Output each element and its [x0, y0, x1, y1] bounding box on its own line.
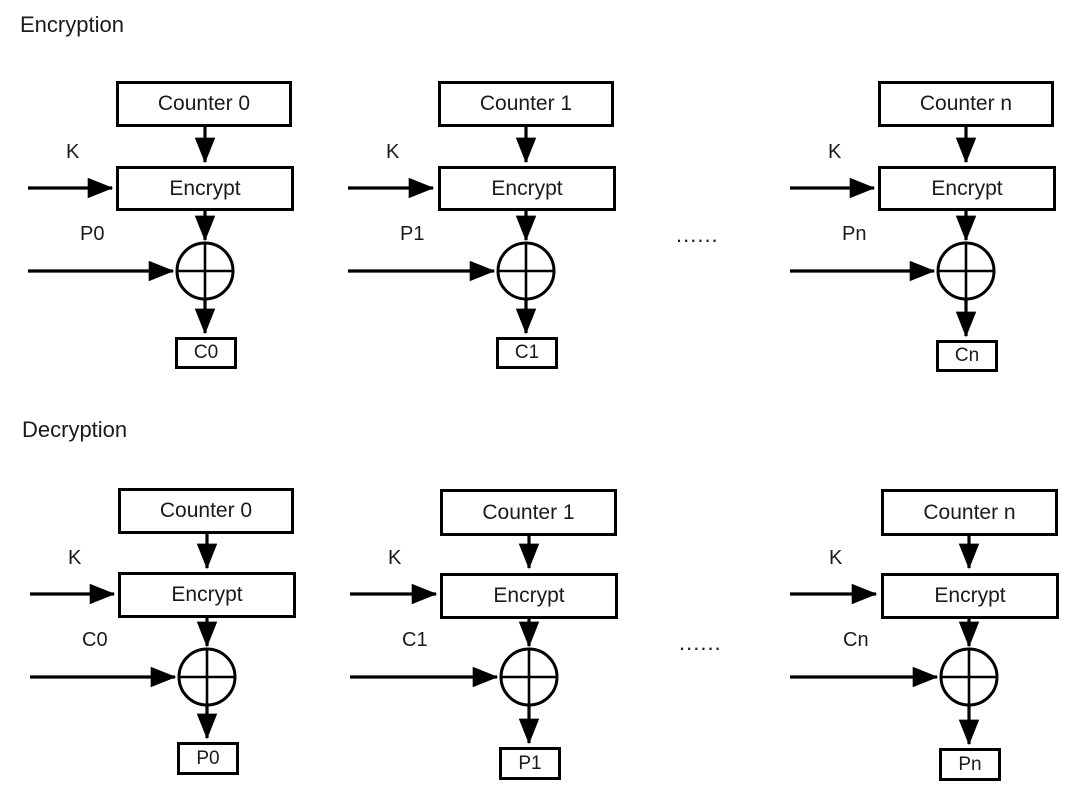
decrypt-stage-0-cipher-box: Encrypt — [118, 572, 296, 618]
encrypt-stage-n-output-box: Cn — [936, 340, 998, 372]
decrypt-stage-1-counter-box: Counter 1 — [440, 489, 617, 536]
decrypt-stage-1-key-label: K — [388, 547, 402, 569]
section-title-decryption: Decryption — [22, 417, 128, 442]
decrypt-stage-0-key-label: K — [68, 547, 82, 569]
encrypt-stage-n-counter-box: Counter n — [878, 81, 1054, 127]
encryption-ellipsis: ...... — [676, 222, 719, 247]
encrypt-stage-1-cipher-box: Encrypt — [438, 166, 616, 211]
encrypt-stage-n-input-label: Pn — [842, 223, 867, 245]
decrypt-stage-1-input-label: C1 — [402, 629, 428, 651]
encrypt-stage-0-key-label: K — [66, 141, 80, 163]
encrypt-stage-1-key-label: K — [386, 141, 400, 163]
encrypt-stage-0-output-box: C0 — [175, 337, 237, 369]
decrypt-stage-n-cipher-box: Encrypt — [881, 573, 1059, 619]
decrypt-stage-n-counter-box: Counter n — [881, 489, 1058, 536]
decrypt-stage-1-output-box: P1 — [499, 747, 561, 780]
encrypt-stage-n-key-label: K — [828, 141, 842, 163]
decrypt-stage-0-input-label: C0 — [82, 629, 108, 651]
decrypt-stage-0-output-box: P0 — [177, 742, 239, 775]
section-title-encryption: Encryption — [20, 12, 124, 37]
encrypt-stage-0-cipher-box: Encrypt — [116, 166, 294, 211]
decrypt-stage-0-counter-box: Counter 0 — [118, 488, 294, 534]
encrypt-stage-0-counter-box: Counter 0 — [116, 81, 292, 127]
decrypt-stage-1-cipher-box: Encrypt — [440, 573, 618, 619]
decrypt-stage-n-output-box: Pn — [939, 748, 1001, 781]
encrypt-stage-1-output-box: C1 — [496, 337, 558, 369]
decryption-ellipsis: ...... — [679, 630, 722, 655]
encrypt-stage-1-counter-box: Counter 1 — [438, 81, 614, 127]
encrypt-stage-0-input-label: P0 — [80, 223, 105, 245]
encrypt-stage-n-cipher-box: Encrypt — [878, 166, 1056, 211]
decrypt-stage-n-key-label: K — [829, 547, 843, 569]
encrypt-stage-1-input-label: P1 — [400, 223, 425, 245]
decrypt-stage-n-input-label: Cn — [843, 629, 869, 651]
